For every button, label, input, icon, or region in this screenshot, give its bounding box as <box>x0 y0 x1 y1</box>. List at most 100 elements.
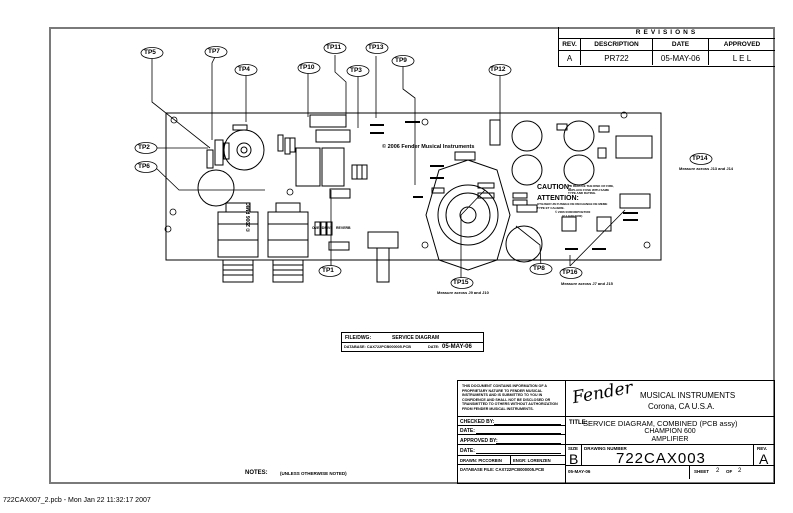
of-label: OF <box>726 469 733 474</box>
potentiometer <box>367 231 399 283</box>
tp2-label: TP2 <box>138 144 150 151</box>
tp3-label: TP3 <box>350 67 362 74</box>
drawn-row: DRAWN: PICCORBIN ENGR: LORENZEN <box>458 456 565 465</box>
file-dwg-value: SERVICE DIAGRAM <box>392 335 440 341</box>
revisions-header-row: REV. DESCRIPTION DATE APPROVED <box>559 39 775 51</box>
board-copyright-vertical: © 2006 FMIC <box>246 202 252 232</box>
notes-label: NOTES: <box>245 470 268 476</box>
preamp-tube-socket <box>223 129 265 171</box>
sheet-total: 2 <box>738 468 742 474</box>
input-jack-2 <box>267 202 309 283</box>
drawing-number: 722CAX003 <box>616 450 706 467</box>
test-point-leaders <box>151 55 626 278</box>
sheet-label: SHEET <box>694 469 710 474</box>
title-label: TITLE: <box>569 420 588 426</box>
rev-cell-box: REV. A <box>753 445 774 467</box>
tp1-label: TP1 <box>322 267 334 274</box>
database-file: DATABASE FILE: CAX722PCB000005.PCB <box>460 467 545 472</box>
jack-label-reverb: REVERB <box>336 226 351 230</box>
title-line-3: AMPLIFIER <box>651 436 689 443</box>
tp8-label: TP8 <box>533 265 545 272</box>
part-number-2: (2 1 0 00 0000) <box>562 214 583 218</box>
database-label: DATABASE: CAX722PCB000005.PCB <box>344 345 411 349</box>
tp16-note: Measure across J7 and J15 <box>561 281 613 286</box>
date1-line[interactable] <box>476 433 561 434</box>
size-cell: SIZE B <box>566 445 582 467</box>
tp13-label: TP13 <box>368 44 384 51</box>
date1-row: DATE: <box>458 426 565 435</box>
checked-by-line[interactable] <box>494 424 561 425</box>
revisions-title: REVISIONS <box>635 29 699 36</box>
company-location: Corona, CA U.S.A. <box>648 402 715 411</box>
approved-by-line[interactable] <box>496 443 561 444</box>
drawing-number-row: SIZE B DRAWING NUMBER 722CAX003 REV. A <box>566 445 774 467</box>
approved-by-row: APPROVED BY: <box>458 436 565 445</box>
rev-value: A <box>759 451 769 467</box>
title-line-2: CHAMPION 600 <box>644 428 696 435</box>
proprietary-notice-box: THIS DOCUMENT CONTAINS INFORMATION OF A … <box>458 381 565 417</box>
title-line-1: SERVICE DIAGRAM, COMBINED (PCB assy) <box>583 419 738 428</box>
approved-cell: L E L <box>732 53 752 63</box>
date-value: 05-MAY-06 <box>442 344 472 350</box>
tp12-label: TP12 <box>490 66 506 73</box>
pcb-outline <box>165 112 662 261</box>
board-copyright: © 2006 Fender Musical Instruments <box>382 144 475 150</box>
tp6-label: TP6 <box>138 163 150 170</box>
tp7-label: TP7 <box>208 48 220 55</box>
date1-label: DATE: <box>460 428 475 434</box>
tp4-label: TP4 <box>238 66 250 73</box>
drawing-frame <box>49 27 775 484</box>
rev-header: REV. <box>559 39 581 50</box>
jack-label-overdrive: OVERDRIVE <box>312 226 333 230</box>
tp15-note: Measure across J9 and J10 <box>437 290 489 295</box>
sheet-number: 2 <box>716 468 720 474</box>
drawn-divider <box>510 456 511 465</box>
description-header: DESCRIPTION <box>581 39 653 50</box>
tp11-label: TP11 <box>326 44 342 51</box>
fender-logo: Fender <box>570 377 635 409</box>
size-label: SIZE <box>568 446 579 451</box>
tp9-label: TP9 <box>395 57 407 64</box>
title-block-right: Fender MUSICAL INSTRUMENTS Corona, CA U.… <box>566 377 774 483</box>
drawn-by: DRAWN: PICCORBIN <box>460 458 502 463</box>
checked-by-row: CHECKED BY: <box>458 417 565 426</box>
title-block: THIS DOCUMENT CONTAINS INFORMATION OF A … <box>457 377 775 484</box>
date2-row: DATE: <box>458 445 565 456</box>
size-value: B <box>569 451 579 467</box>
file-dwg-label: FILE/DWG: <box>345 335 372 341</box>
tp5-label: TP5 <box>144 49 156 56</box>
sheet-divider <box>689 466 690 479</box>
drawing-number-label: DRAWING NUMBER <box>584 446 627 451</box>
date-header: DATE <box>653 39 709 50</box>
notes-value: (UNLESS OTHERWISE NOTED) <box>280 471 347 476</box>
tp14-label: TP14 <box>692 155 708 162</box>
filter-capacitor <box>197 169 235 207</box>
caution-title: CAUTION: <box>537 184 572 191</box>
attention-title: ATTENTION: <box>537 195 579 202</box>
tp14-note: Measure across J13 and J14 <box>679 166 734 171</box>
description-cell: PR722 <box>581 51 653 65</box>
caution-text: TO REDUCE THE RISK OF FIRE, REPLACE FUSE… <box>568 184 614 196</box>
approved-by-label: APPROVED BY: <box>460 438 498 444</box>
company-box: Fender MUSICAL INSTRUMENTS Corona, CA U.… <box>566 377 774 417</box>
approved-header: APPROVED <box>723 41 761 48</box>
file-info-box: FILE/DWG: SERVICE DIAGRAM DATABASE: CAX7… <box>341 332 484 352</box>
date2-label: DATE: <box>460 448 475 454</box>
engineer: ENGR: LORENZEN <box>513 458 551 463</box>
date2-line[interactable] <box>476 453 561 454</box>
checked-by-label: CHECKED BY: <box>460 419 495 425</box>
sheet-row: 05-MAY-06 SHEET 2 OF 2 <box>566 466 774 479</box>
proprietary-notice: THIS DOCUMENT CONTAINS INFORMATION OF A … <box>462 384 558 411</box>
date-label: DATE: <box>428 345 440 349</box>
revision-row: A PR722 05-MAY-06 L E L <box>559 51 775 65</box>
revisions-table: REVISIONS REV. DESCRIPTION DATE APPROVED… <box>558 27 775 67</box>
test-point-ovals <box>134 42 713 289</box>
power-tube-socket <box>425 159 511 271</box>
title-block-left: THIS DOCUMENT CONTAINS INFORMATION OF A … <box>458 381 566 483</box>
drawing-date: 05-MAY-06 <box>568 469 591 474</box>
revisions-title-row: REVISIONS <box>559 27 775 39</box>
tp15-label: TP15 <box>453 279 469 286</box>
part-number: © 2006 0000000PCB7000 <box>555 210 591 214</box>
rev-label: REV. <box>757 446 768 451</box>
